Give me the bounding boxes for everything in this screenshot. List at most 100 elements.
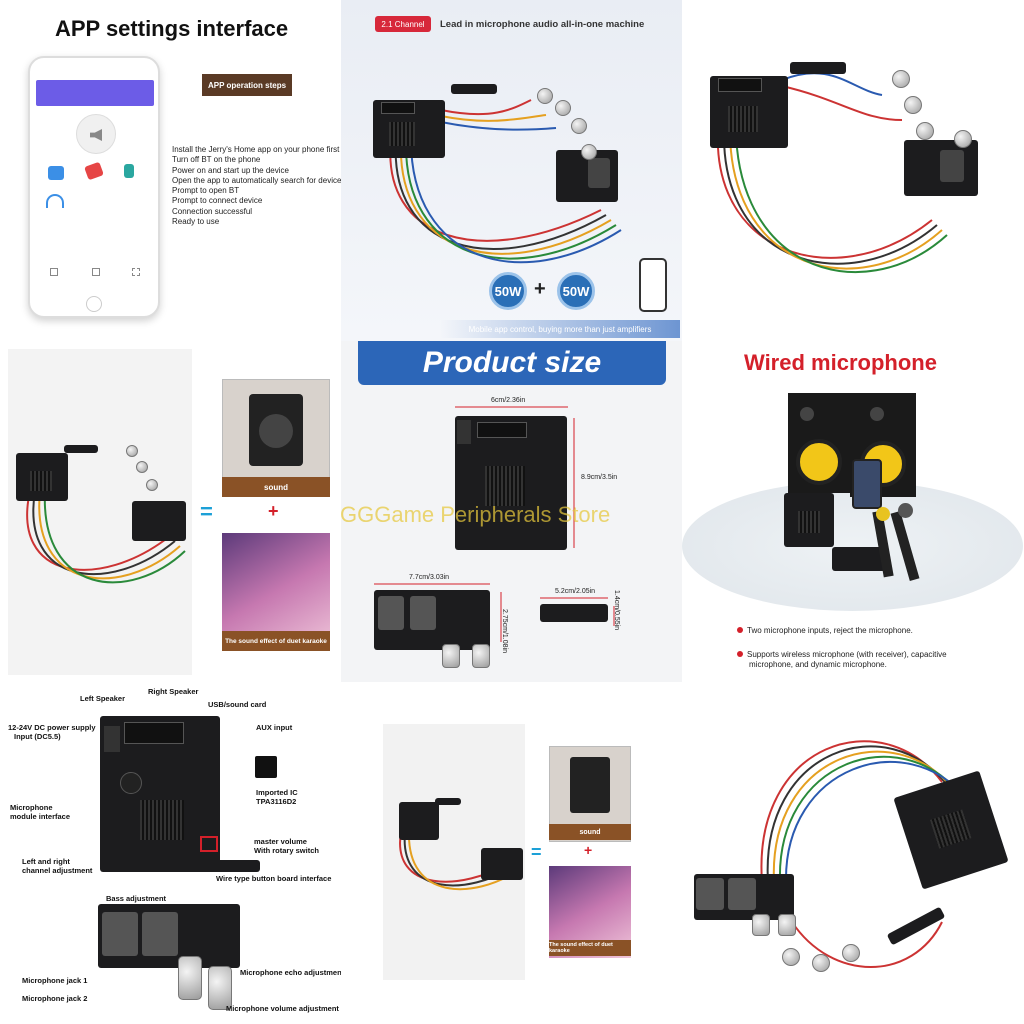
size-banner: Product size <box>358 341 666 385</box>
knob <box>782 948 800 966</box>
nav-play-icon[interactable] <box>50 268 58 276</box>
knob <box>954 130 972 148</box>
wiring-photo <box>716 72 948 273</box>
channel-badge: 2.1 Channel <box>375 16 431 32</box>
knob <box>778 914 796 936</box>
wiring-photo <box>760 740 967 968</box>
label-mic-volume: Microphone volume adjustment <box>226 1004 339 1013</box>
knob <box>812 954 830 972</box>
label-jack-1: Microphone jack 1 <box>22 976 88 985</box>
nav-eq-icon[interactable] <box>92 268 100 276</box>
step-item: Ready to use <box>172 217 220 227</box>
plus-sign: + <box>534 278 546 300</box>
microphone-1-head <box>876 507 890 521</box>
step-item: Turn off BT on the phone <box>172 155 261 165</box>
panel-wired-microphone <box>682 341 1023 682</box>
amplifier-board <box>100 716 220 872</box>
button-board <box>64 445 98 453</box>
speaker-icon <box>76 114 116 154</box>
label-usb: USB/sound card <box>208 700 267 709</box>
amplifier-board-top <box>455 416 567 550</box>
button-board <box>451 84 497 94</box>
amplifier-board <box>399 802 439 840</box>
nav-grid-icon[interactable] <box>132 268 140 276</box>
dim-width: 6cm/2.36in <box>491 397 526 404</box>
knob <box>581 144 597 160</box>
label-lr-channel: Left and right <box>22 857 70 866</box>
store-watermark: GGGame Peripherals Store <box>340 502 611 527</box>
steps-list: Install the Jerry's Home app on your pho… <box>172 145 341 227</box>
label-aux: AUX input <box>256 723 293 732</box>
knob <box>136 461 148 473</box>
karaoke-label: The sound effect of duet karaoke <box>549 940 631 956</box>
power-badge-right: 50W <box>557 272 595 310</box>
knob <box>904 96 922 114</box>
panel-title: APP settings interface <box>55 16 289 41</box>
knob <box>752 914 770 936</box>
button-board <box>435 798 461 805</box>
knob <box>472 644 490 668</box>
microphone-module <box>904 140 978 196</box>
panel-product-photo-angle <box>682 682 1023 1023</box>
panel-headline: Lead in microphone audio all-in-one mach… <box>440 19 645 30</box>
panel-interface-diagram: Left Speaker Right Speaker USB/sound car… <box>0 682 341 1023</box>
equals-sign: = <box>531 842 542 862</box>
karaoke-label: The sound effect of duet karaoke <box>222 631 330 651</box>
label-dc-input: 12-24V DC power supply <box>8 723 96 732</box>
microphone-module-top <box>374 590 490 650</box>
feature-text: Two microphone inputs, reject the microp… <box>747 626 913 635</box>
knob <box>178 956 202 1000</box>
sound-label: sound <box>549 824 631 840</box>
button-board <box>204 860 260 872</box>
usb-drive-icon <box>84 161 104 181</box>
panel-title: Wired microphone <box>744 350 937 375</box>
aux-cable-icon <box>124 164 134 178</box>
knob <box>146 479 158 491</box>
label-mic-module: Microphone <box>10 803 53 812</box>
label-ic: TPA3116D2 <box>256 797 297 806</box>
label-echo: Microphone echo adjustment <box>240 968 341 977</box>
home-button-icon <box>86 296 102 312</box>
amplifier-board <box>784 493 834 547</box>
knob <box>208 966 232 1010</box>
dim-btn-width: 5.2cm/2.05in <box>555 588 596 595</box>
feature-bullet: Supports wireless microphone (with recei… <box>737 650 947 660</box>
ic-chip <box>255 756 277 778</box>
label-lr-channel: channel adjustment <box>22 866 93 875</box>
sound-label: sound <box>222 477 330 497</box>
panel-channel-overview: 2.1 Channel Lead in microphone audio all… <box>341 0 682 341</box>
amplifier-board <box>16 453 68 501</box>
steps-badge: APP operation steps <box>202 74 292 96</box>
plus-sign: + <box>268 501 279 521</box>
button-board <box>790 62 846 74</box>
dim-btn-height: 1.4cm/0.55in <box>613 590 620 631</box>
label-master-volume: master volume <box>254 837 307 846</box>
equals-sign: = <box>200 499 213 524</box>
button-board-top <box>540 604 608 622</box>
feature-text: Supports wireless microphone (with recei… <box>747 650 947 659</box>
phone-mockup <box>28 56 160 318</box>
left-speaker <box>788 393 850 493</box>
label-bass: Bass adjustment <box>106 894 167 903</box>
label-left-speaker: Left Speaker <box>80 694 126 703</box>
dim-mic-width: 7.7cm/3.03in <box>409 574 450 581</box>
label-wire-button: Wire type button board interface <box>216 874 332 883</box>
dim-height: 8.9cm/3.5in <box>581 474 618 481</box>
footer-banner: Mobile app control, buying more than jus… <box>440 320 680 338</box>
phone-icon <box>639 258 667 312</box>
amplifier-board <box>710 76 788 148</box>
microphone-2-head <box>898 503 913 518</box>
knob <box>537 88 553 104</box>
microphone-module <box>694 874 794 920</box>
app-header-bar <box>36 80 154 106</box>
wiring-diagram <box>389 99 622 264</box>
knob <box>126 445 138 457</box>
panel-app-settings: APP settings interface APP operation ste… <box>0 0 341 341</box>
step-item: Prompt to open BT <box>172 186 240 196</box>
knob <box>571 118 587 134</box>
panel-equals-sound-small: = sound + The sound effect of duet karao… <box>341 682 682 1023</box>
label-right-speaker: Right Speaker <box>148 687 199 696</box>
step-item: Connection successful <box>172 206 253 216</box>
knob <box>555 100 571 116</box>
